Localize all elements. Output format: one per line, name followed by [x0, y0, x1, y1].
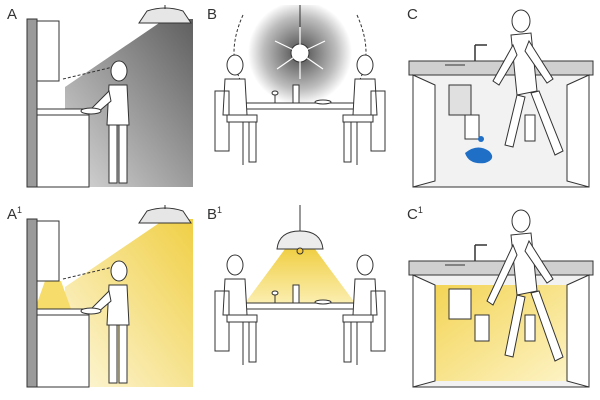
panel-label: A1 — [7, 205, 23, 223]
panel-b1-illustration — [214, 205, 386, 365]
warm-light-cone — [245, 249, 355, 303]
panel-b-illustration — [214, 5, 386, 165]
container — [464, 114, 480, 140]
pipe-trap — [448, 84, 472, 116]
panel-label: C — [407, 6, 418, 23]
glare-rays — [274, 27, 326, 79]
wall — [26, 218, 38, 388]
plate — [80, 107, 102, 115]
figure-seated-left — [214, 54, 258, 163]
figure-seated-left — [214, 254, 258, 363]
container — [474, 314, 490, 342]
panel-a: A — [5, 5, 195, 195]
wall-cabinet — [36, 220, 60, 282]
water-spill — [465, 147, 493, 164]
panel-a1-illustration — [26, 205, 193, 388]
lamp-bulb — [296, 247, 304, 255]
container — [524, 314, 536, 342]
warm-light-area — [65, 219, 193, 387]
figure-seated-right — [342, 254, 386, 363]
panel-c: C — [405, 5, 595, 195]
ceiling-lamp — [138, 7, 192, 24]
cabinet-door-left — [412, 274, 436, 388]
panel-a1: A1 — [5, 205, 195, 395]
wall-cabinet — [36, 20, 60, 82]
counter — [36, 308, 90, 388]
figure-bending — [492, 9, 564, 156]
plate — [314, 99, 332, 105]
panel-c1-illustration — [408, 209, 594, 388]
wall — [26, 18, 38, 188]
figure-seated-right — [342, 54, 386, 163]
cabinet-door-right — [566, 74, 590, 188]
shadow-area — [65, 19, 193, 187]
plate — [314, 299, 332, 305]
panel-label: C1 — [407, 205, 423, 223]
container — [524, 114, 536, 142]
dining-table — [234, 302, 366, 310]
water-drop — [478, 136, 484, 142]
bottle — [292, 284, 300, 304]
sight-line — [62, 66, 114, 80]
panel-a-illustration — [26, 5, 193, 188]
panel-label: B — [207, 6, 218, 23]
counter — [36, 108, 90, 188]
faucet — [474, 244, 487, 261]
bottle — [292, 84, 300, 104]
panel-label: A — [7, 6, 18, 23]
sink-cabinet — [412, 74, 590, 188]
glass — [271, 90, 279, 96]
panel-c1: C1 — [405, 205, 595, 395]
faucet — [474, 44, 487, 61]
panel-c-illustration — [408, 9, 594, 188]
figure-standing — [90, 260, 130, 384]
under-cabinet-light — [35, 281, 71, 309]
pipe-trap — [448, 288, 472, 320]
panel-b: B — [205, 5, 395, 195]
cabinet-door-right — [566, 274, 590, 388]
panel-label: B1 — [207, 205, 223, 223]
plate — [80, 307, 102, 315]
panel-b1: B1 — [205, 205, 395, 395]
glass — [271, 290, 279, 296]
figure-bending — [486, 209, 564, 362]
pendant-lamp — [276, 230, 324, 250]
dining-table — [234, 102, 366, 110]
ceiling-lamp — [138, 207, 192, 224]
sight-line — [62, 266, 114, 280]
cabinet-door-left — [412, 74, 436, 188]
